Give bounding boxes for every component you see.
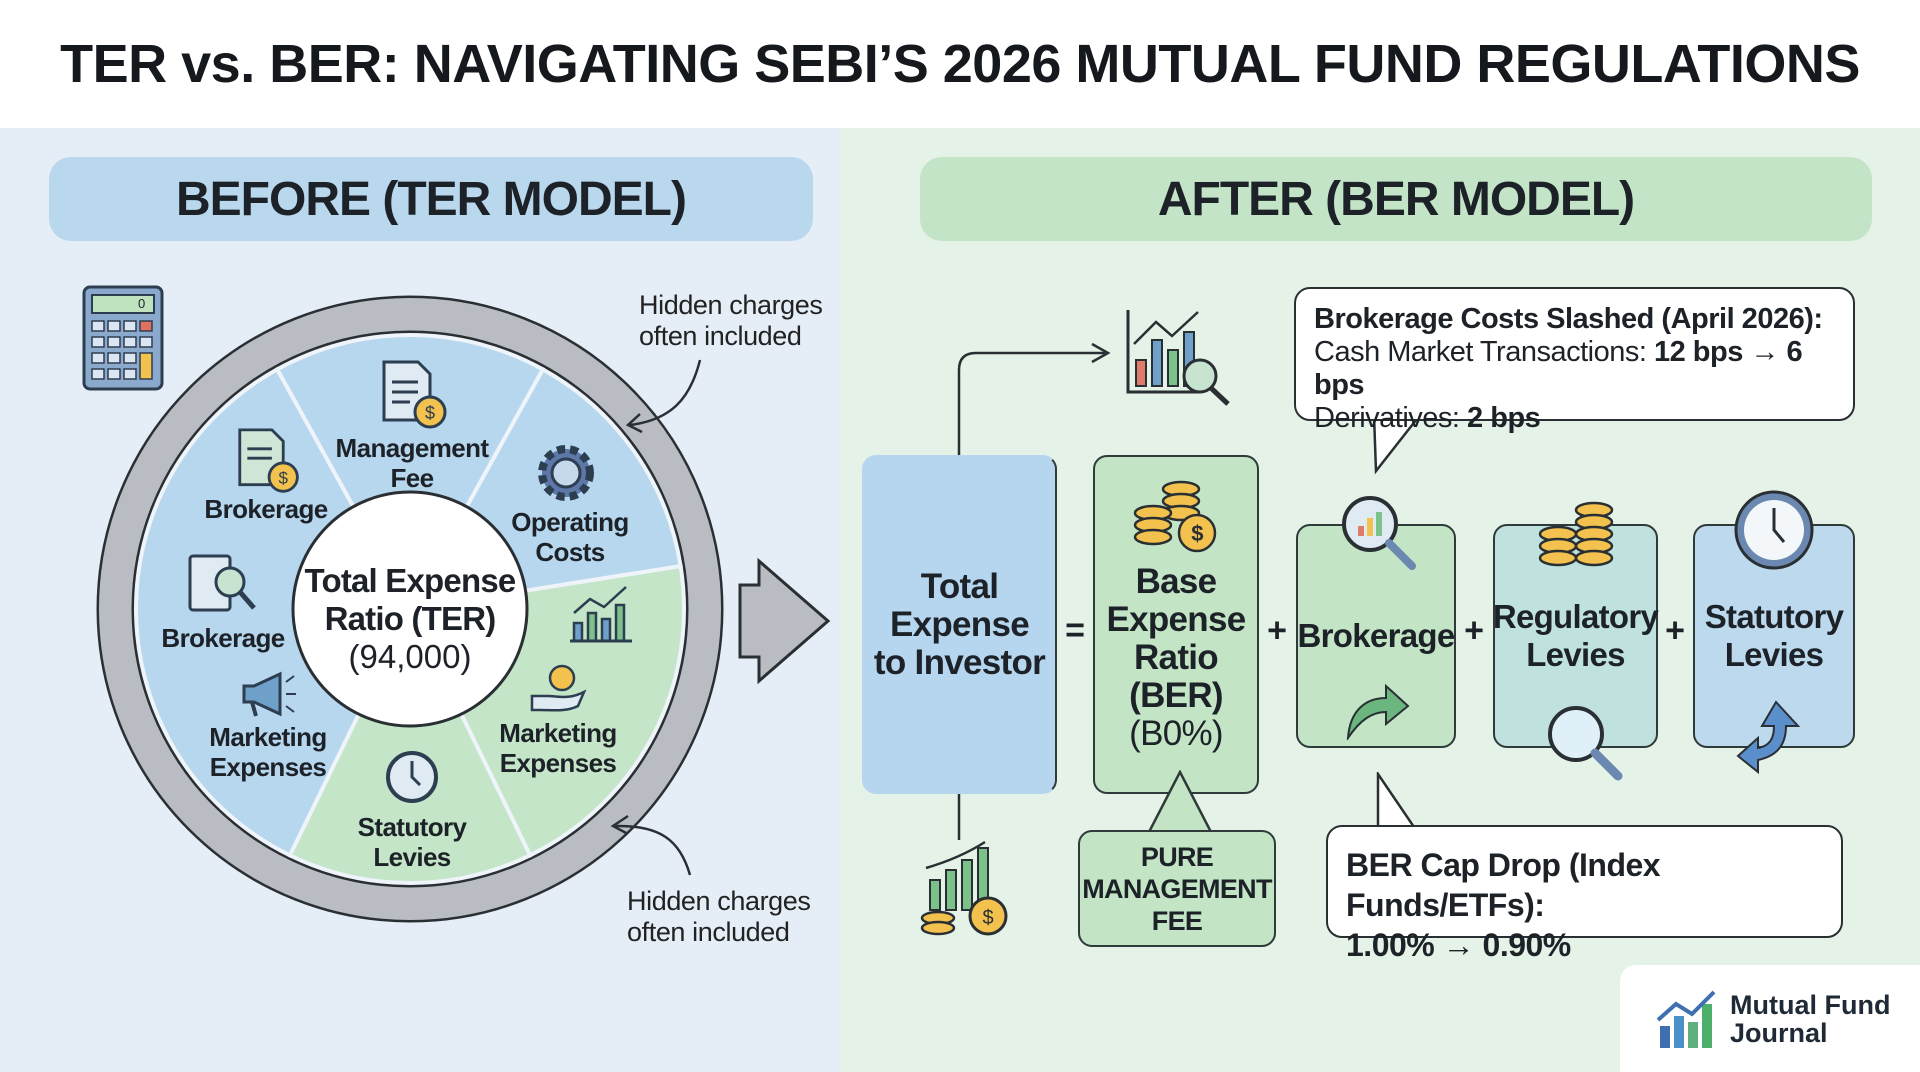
magnifier-icon bbox=[1548, 706, 1623, 781]
logo-text-2: Journal bbox=[1730, 1017, 1828, 1048]
ber-cap-callout: BER Cap Drop (Index Funds/ETFs): 1.00% →… bbox=[1326, 825, 1843, 963]
ter-center-title-2: Ratio (TER) bbox=[324, 600, 497, 637]
pure-fee-pointer bbox=[1146, 770, 1214, 834]
logo: Mutual Fund Journal bbox=[1620, 965, 1920, 1072]
logo-text: Mutual Fund bbox=[1730, 989, 1891, 1020]
plus-sign: + bbox=[1267, 611, 1287, 650]
chart-magnifier-icon bbox=[1126, 310, 1230, 406]
arrow-right-icon bbox=[738, 557, 831, 685]
plus-sign: + bbox=[1665, 611, 1685, 650]
after-heading: AFTER (BER MODEL) bbox=[920, 157, 1872, 241]
gear-icon bbox=[538, 445, 594, 501]
document-dollar-icon: $ bbox=[382, 360, 447, 429]
hand-money-icon bbox=[530, 664, 587, 712]
curved-arrow-icon bbox=[1346, 683, 1410, 740]
ter-center: Total Expense Ratio (TER) (94,000) bbox=[293, 562, 527, 676]
pointer-arrow-bottom bbox=[614, 824, 692, 876]
connectors: $ bbox=[920, 310, 1230, 936]
document-dollar-icon: $ bbox=[238, 428, 299, 493]
coins-chart-icon: $ bbox=[920, 840, 1008, 936]
svg-text:$: $ bbox=[982, 907, 993, 929]
header: TER vs. BER: NAVIGATING SEBI’S 2026 MUTU… bbox=[0, 0, 1920, 128]
megaphone-icon bbox=[242, 671, 296, 717]
svg-text:$: $ bbox=[425, 403, 435, 423]
svg-text:$: $ bbox=[278, 469, 288, 488]
svg-text:$: $ bbox=[1191, 521, 1203, 546]
ter-center-value: (94,000) bbox=[348, 638, 472, 675]
equals-sign: = bbox=[1065, 611, 1085, 650]
segment-statutory-slice bbox=[287, 604, 533, 885]
segment-management-fee-slice bbox=[274, 333, 546, 614]
coins-dollar-icon: $ bbox=[1133, 480, 1217, 553]
bar-chart-icon bbox=[570, 586, 632, 643]
segment-brokerage-upper: Brokerage bbox=[204, 494, 328, 524]
callout-bottom-tail bbox=[1376, 772, 1418, 830]
ber-value: (B0%) bbox=[1129, 714, 1223, 753]
circular-arrows-icon bbox=[1736, 700, 1801, 775]
magnifier-chart-icon bbox=[1342, 496, 1416, 570]
segment-left-slice bbox=[134, 366, 413, 858]
ter-center-title: Total Expense bbox=[304, 562, 517, 599]
segment-brokerage: Brokerage bbox=[161, 623, 285, 653]
before-heading: BEFORE (TER MODEL) bbox=[49, 157, 813, 241]
plus-sign: + bbox=[1464, 611, 1484, 650]
page-title: TER vs. BER: NAVIGATING SEBI’S 2026 MUTU… bbox=[60, 34, 1860, 94]
brokerage-callout: Brokerage Costs Slashed (April 2026): Ca… bbox=[1294, 287, 1855, 434]
coins-stack-icon bbox=[1538, 501, 1614, 567]
logo-bars-icon bbox=[1656, 990, 1716, 1048]
calculator-icon bbox=[82, 285, 164, 391]
clock-icon bbox=[1734, 490, 1814, 570]
clipboard-magnifier-icon bbox=[188, 554, 256, 612]
pointer-arrow-top bbox=[629, 359, 702, 427]
clock-icon bbox=[386, 751, 438, 803]
calculator-display: 0 bbox=[138, 296, 146, 311]
